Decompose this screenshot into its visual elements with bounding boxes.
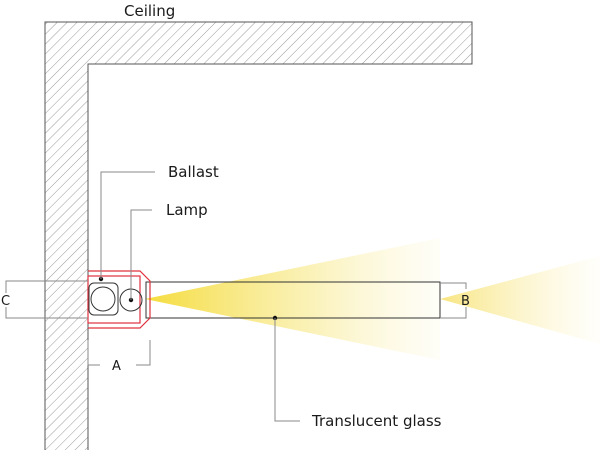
dimension-lines <box>5 280 467 366</box>
light-beams <box>145 238 600 360</box>
leader-lines <box>100 171 300 422</box>
lamp-label: Lamp <box>166 201 208 219</box>
glass-leader <box>274 318 300 422</box>
ballast <box>88 276 119 316</box>
light-beam-outer <box>440 256 600 344</box>
fixture-housing <box>87 270 151 329</box>
ceiling-label: Ceiling <box>124 2 175 20</box>
ballast-label: Ballast <box>168 163 219 181</box>
translucent-glass-label: Translucent glass <box>311 412 442 430</box>
wall-and-ceiling <box>44 21 473 450</box>
light-beam-inner <box>145 238 440 360</box>
translucent-glass-panel <box>145 281 441 319</box>
dimension-b-label: B <box>461 294 470 309</box>
ballast-leader <box>100 171 155 279</box>
dimension-a-label: A <box>112 359 121 374</box>
dimension-c-label: C <box>1 294 10 309</box>
lamp-leader <box>130 209 152 300</box>
